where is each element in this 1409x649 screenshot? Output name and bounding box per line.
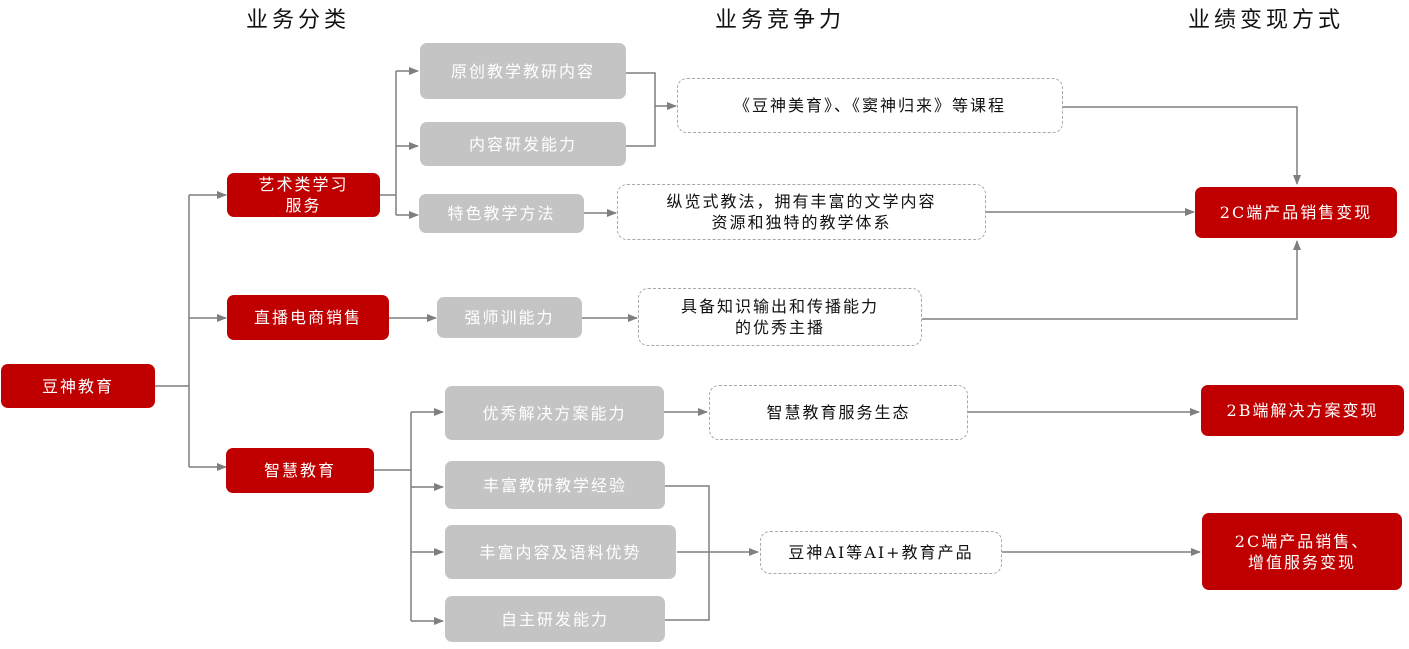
node-outcome-ai-products: 豆神AI等AI+教育产品 bbox=[760, 531, 1002, 574]
connector-cap678-merge bbox=[665, 485, 758, 621]
node-capability-content-rd: 内容研发能力 bbox=[420, 122, 626, 166]
node-category-live-ecommerce: 直播电商销售 bbox=[227, 295, 389, 340]
node-root-doushen-education: 豆神教育 bbox=[1, 364, 155, 408]
header-monetization-method: 业绩变现方式 bbox=[1188, 8, 1345, 33]
node-capability-solution: 优秀解决方案能力 bbox=[445, 386, 664, 440]
node-capability-teaching-method: 特色教学方法 bbox=[419, 194, 584, 233]
node-outcome-courses: 《豆神美育》、《窦神归来》等课程 bbox=[677, 78, 1063, 133]
node-monetization-2c-value-added: 2C端产品销售、 增值服务变现 bbox=[1202, 513, 1402, 590]
node-capability-self-rd: 自主研发能力 bbox=[445, 596, 665, 642]
node-monetization-2b-solutions: 2B端解决方案变现 bbox=[1201, 385, 1404, 436]
node-capability-content-corpus: 丰富内容及语料优势 bbox=[445, 525, 676, 579]
node-category-smart-education: 智慧教育 bbox=[226, 448, 374, 493]
connector-outcome3-to-2c bbox=[922, 240, 1301, 320]
node-outcome-streamers: 具备知识输出和传播能力 的优秀主播 bbox=[638, 288, 922, 346]
node-outcome-smart-ecosystem: 智慧教育服务生态 bbox=[709, 385, 968, 440]
connector-smart-trunk bbox=[374, 412, 412, 621]
connector-cap12-merge bbox=[626, 72, 676, 147]
header-business-competitiveness: 业务竞争力 bbox=[715, 8, 846, 33]
node-capability-teaching-experience: 丰富教研教学经验 bbox=[445, 461, 665, 509]
header-business-category: 业务分类 bbox=[246, 8, 351, 33]
node-monetization-2c-sales: 2C端产品销售变现 bbox=[1195, 187, 1397, 238]
connector-outcome1-to-2c bbox=[1063, 106, 1301, 185]
connector-art-trunk bbox=[380, 71, 397, 215]
node-capability-original-content: 原创教学教研内容 bbox=[420, 43, 626, 99]
node-category-art-learning: 艺术类学习 服务 bbox=[227, 173, 380, 217]
connector-root-trunk bbox=[155, 195, 190, 467]
node-capability-teacher-training: 强师训能力 bbox=[437, 297, 582, 338]
node-outcome-teaching-system: 纵览式教法，拥有丰富的文学内容 资源和独特的教学体系 bbox=[617, 184, 986, 240]
